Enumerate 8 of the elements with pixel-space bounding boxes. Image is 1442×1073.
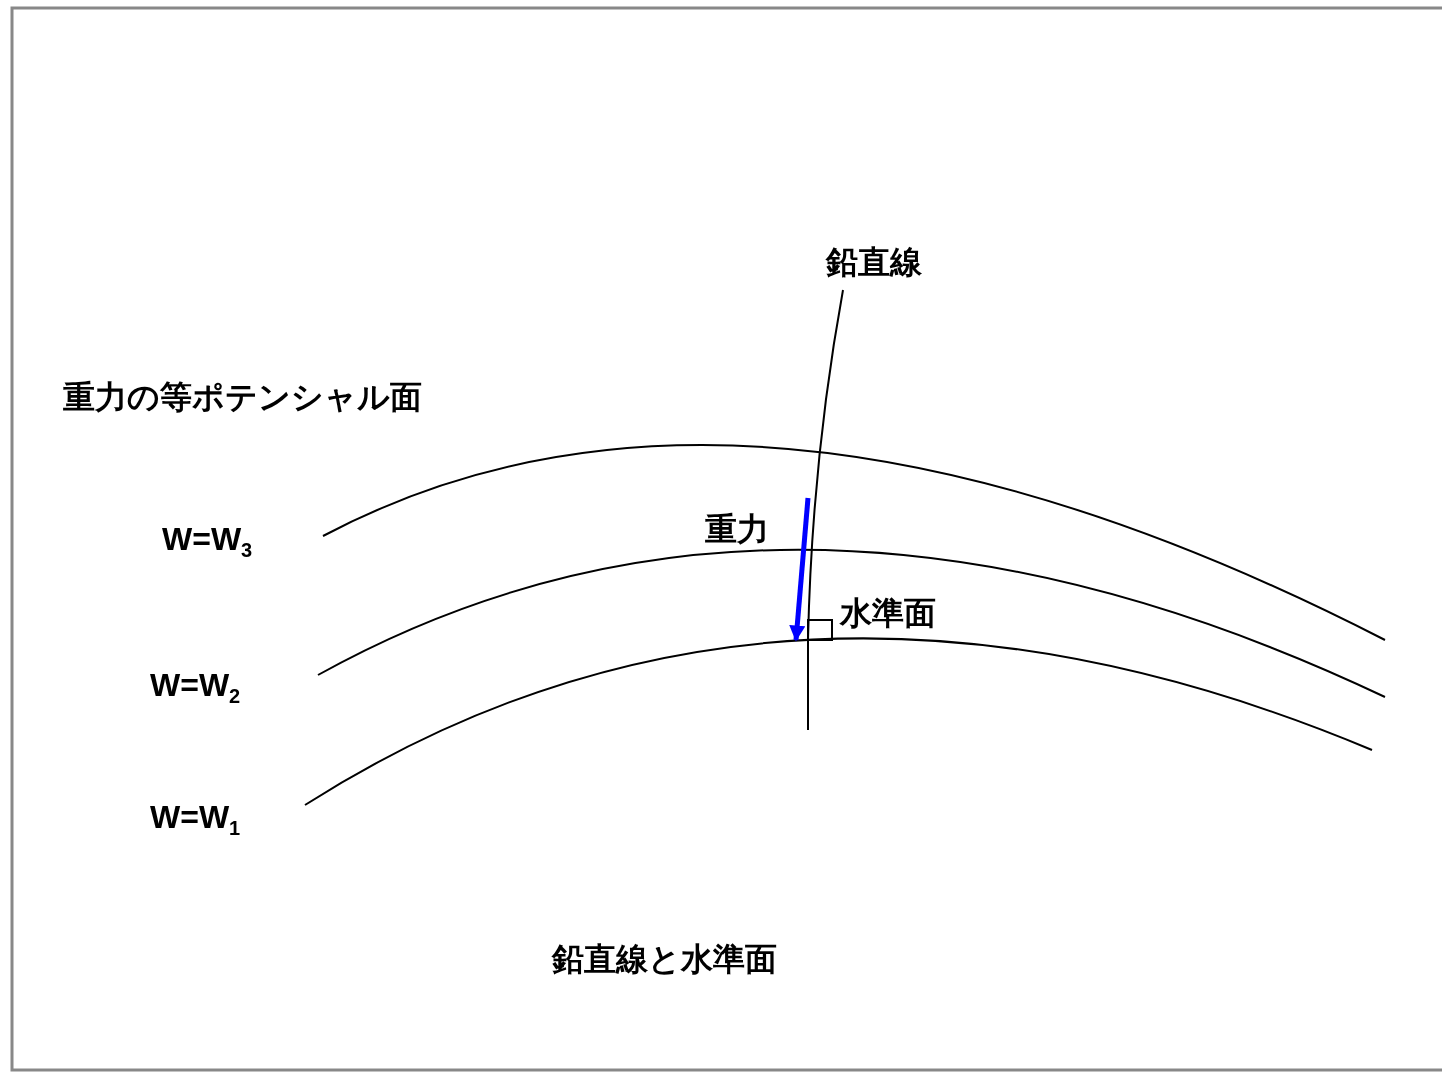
potential-label: W=W$_{2}$ <box>150 668 241 708</box>
force-label: 重力 <box>705 512 769 548</box>
surface-label: 重力の等ポテンシャル面 <box>63 380 422 416</box>
potential-label: W=W$_{1}$ <box>150 800 241 840</box>
caption: 鉛直線と水準面 <box>552 942 777 978</box>
potential-label: W=W$_{3}$ <box>162 522 253 562</box>
plumb-line-label: 鉛直線 <box>826 245 922 281</box>
level-surface-label: 水準面 <box>840 596 936 632</box>
